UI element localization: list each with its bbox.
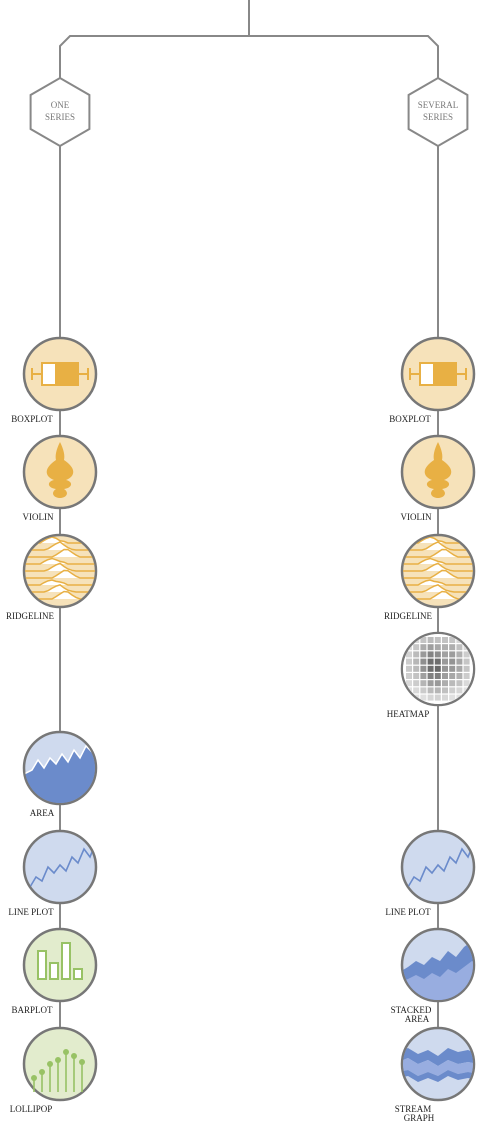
node-label: RIDGELINE [384, 611, 432, 621]
node-label: GRAPH [404, 1113, 435, 1123]
node-label: LINE PLOT [8, 907, 54, 917]
hexagon-shape [29, 76, 91, 148]
heatmap-icon [403, 634, 473, 704]
lineplot-icon [29, 846, 95, 888]
branch-title: ONE [51, 100, 70, 110]
node-circle[interactable] [22, 829, 98, 905]
branch-title: SERIES [45, 112, 75, 122]
branch-title: SEVERAL [418, 100, 459, 110]
chart-node[interactable]: LOLLIPOP [10, 1026, 98, 1114]
chart-node[interactable]: RIDGELINE [6, 533, 100, 621]
node-label: HEATMAP [387, 709, 430, 719]
lollipop-icon [31, 1049, 85, 1092]
branch-hexagon: SEVERAL SERIES [407, 76, 469, 148]
node-circle[interactable] [400, 829, 476, 905]
node-label: AREA [405, 1014, 430, 1024]
node-label: STACKED [391, 1005, 432, 1015]
node-circle[interactable] [22, 927, 98, 1003]
chart-node[interactable]: AREA [20, 730, 100, 818]
node-label: VIOLIN [401, 512, 432, 522]
chart-node[interactable]: HEATMAP [387, 631, 476, 719]
node-label: VIOLIN [23, 512, 54, 522]
hexagon-shape [407, 76, 469, 148]
chart-node[interactable]: BOXPLOT [389, 336, 476, 424]
violin-icon [46, 442, 74, 498]
node-label: LOLLIPOP [10, 1104, 53, 1114]
node-label: AREA [30, 808, 55, 818]
node-label: BOXPLOT [389, 414, 431, 424]
violin-icon [424, 442, 452, 498]
split-connector [59, 35, 439, 78]
chart-node[interactable]: VIOLIN [401, 434, 476, 522]
ridgeline-icon [25, 536, 95, 600]
chart-node[interactable]: VIOLIN [23, 434, 98, 522]
chart-node[interactable]: LINE PLOT [8, 829, 98, 917]
node-label: STREAM [395, 1104, 432, 1114]
barplot-icon [37, 942, 83, 980]
area-icon [25, 744, 95, 803]
node-label: BARPLOT [11, 1005, 53, 1015]
node-label: LINE PLOT [385, 907, 431, 917]
lineplot-icon [407, 846, 473, 888]
branch-hexagon: ONE SERIES [29, 76, 91, 148]
chart-node[interactable]: LINE PLOT [385, 829, 476, 917]
node-label: BOXPLOT [11, 414, 53, 424]
chart-node[interactable]: BARPLOT [11, 927, 98, 1015]
boxplot-icon [31, 362, 89, 386]
branch-title: SERIES [423, 112, 453, 122]
streamgraph-icon [403, 1048, 473, 1082]
node-label: RIDGELINE [6, 611, 54, 621]
chart-node[interactable]: BOXPLOT [11, 336, 98, 424]
boxplot-icon [409, 362, 467, 386]
chart-node[interactable]: RIDGELINE [384, 533, 478, 621]
